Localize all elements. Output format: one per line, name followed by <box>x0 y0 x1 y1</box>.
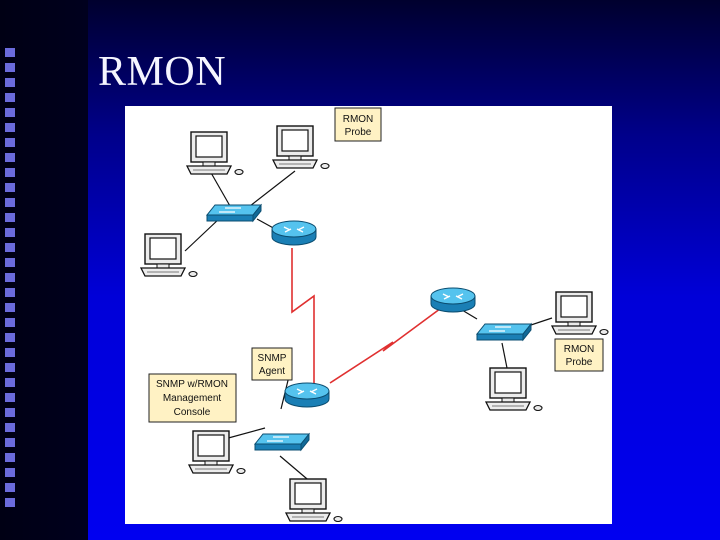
decorative-square <box>5 258 15 267</box>
desktop-computer-icon <box>485 367 543 412</box>
decorative-square <box>5 273 15 282</box>
svg-text:RMON: RMON <box>343 114 374 125</box>
decorative-square <box>5 168 15 177</box>
decorative-square <box>5 228 15 237</box>
decorative-square <box>5 453 15 462</box>
router-icon <box>271 220 317 246</box>
decorative-square <box>5 408 15 417</box>
svg-text:RMON: RMON <box>564 344 595 355</box>
desktop-computer-icon <box>551 291 609 336</box>
label-management-console: SNMP w/RMON Management Console <box>148 373 237 423</box>
switch-icon <box>206 204 262 222</box>
svg-text:Management: Management <box>163 393 222 404</box>
router-icon <box>284 382 330 408</box>
decorative-square <box>5 138 15 147</box>
desktop-computer-icon <box>285 478 343 523</box>
svg-text:SNMP: SNMP <box>258 353 287 364</box>
switch-icon <box>476 323 532 341</box>
decorative-square <box>5 78 15 87</box>
desktop-computer-icon <box>272 125 330 170</box>
label-snmp-agent: SNMP Agent <box>251 347 293 381</box>
decorative-square <box>5 93 15 102</box>
decorative-square <box>5 123 15 132</box>
decorative-square <box>5 423 15 432</box>
svg-text:Agent: Agent <box>259 366 285 377</box>
decorative-square <box>5 363 15 372</box>
decorative-square <box>5 243 15 252</box>
decorative-square <box>5 378 15 387</box>
decorative-square <box>5 348 15 357</box>
decorative-square <box>5 303 15 312</box>
decorative-square <box>5 438 15 447</box>
svg-text:Console: Console <box>174 407 211 418</box>
svg-text:SNMP w/RMON: SNMP w/RMON <box>156 379 228 390</box>
decorative-square <box>5 393 15 402</box>
decorative-square <box>5 183 15 192</box>
desktop-computer-icon <box>188 430 246 475</box>
decorative-square <box>5 333 15 342</box>
decorative-square <box>5 108 15 117</box>
decorative-square <box>5 483 15 492</box>
decorative-square <box>5 468 15 477</box>
decorative-square <box>5 498 15 507</box>
switch-icon <box>254 433 310 451</box>
svg-text:Probe: Probe <box>345 127 372 138</box>
decorative-square <box>5 63 15 72</box>
label-rmon-probe-top: RMON Probe <box>334 107 382 142</box>
label-rmon-probe-right: RMON Probe <box>554 338 604 372</box>
desktop-computer-icon <box>186 131 244 176</box>
svg-text:Probe: Probe <box>566 357 593 368</box>
wan-links <box>291 248 453 388</box>
decorative-square <box>5 318 15 327</box>
slide-title: RMON <box>98 49 227 95</box>
router-icon <box>430 287 476 313</box>
network-diagram: RMON Probe RMON Probe SNMP Agent SNMP w/… <box>125 106 612 524</box>
desktop-computer-icon <box>140 233 198 278</box>
decorative-square <box>5 198 15 207</box>
decorative-square <box>5 48 15 57</box>
decorative-square <box>5 153 15 162</box>
left-decorative-stripe <box>0 0 88 540</box>
decorative-square <box>5 213 15 222</box>
decorative-square <box>5 288 15 297</box>
